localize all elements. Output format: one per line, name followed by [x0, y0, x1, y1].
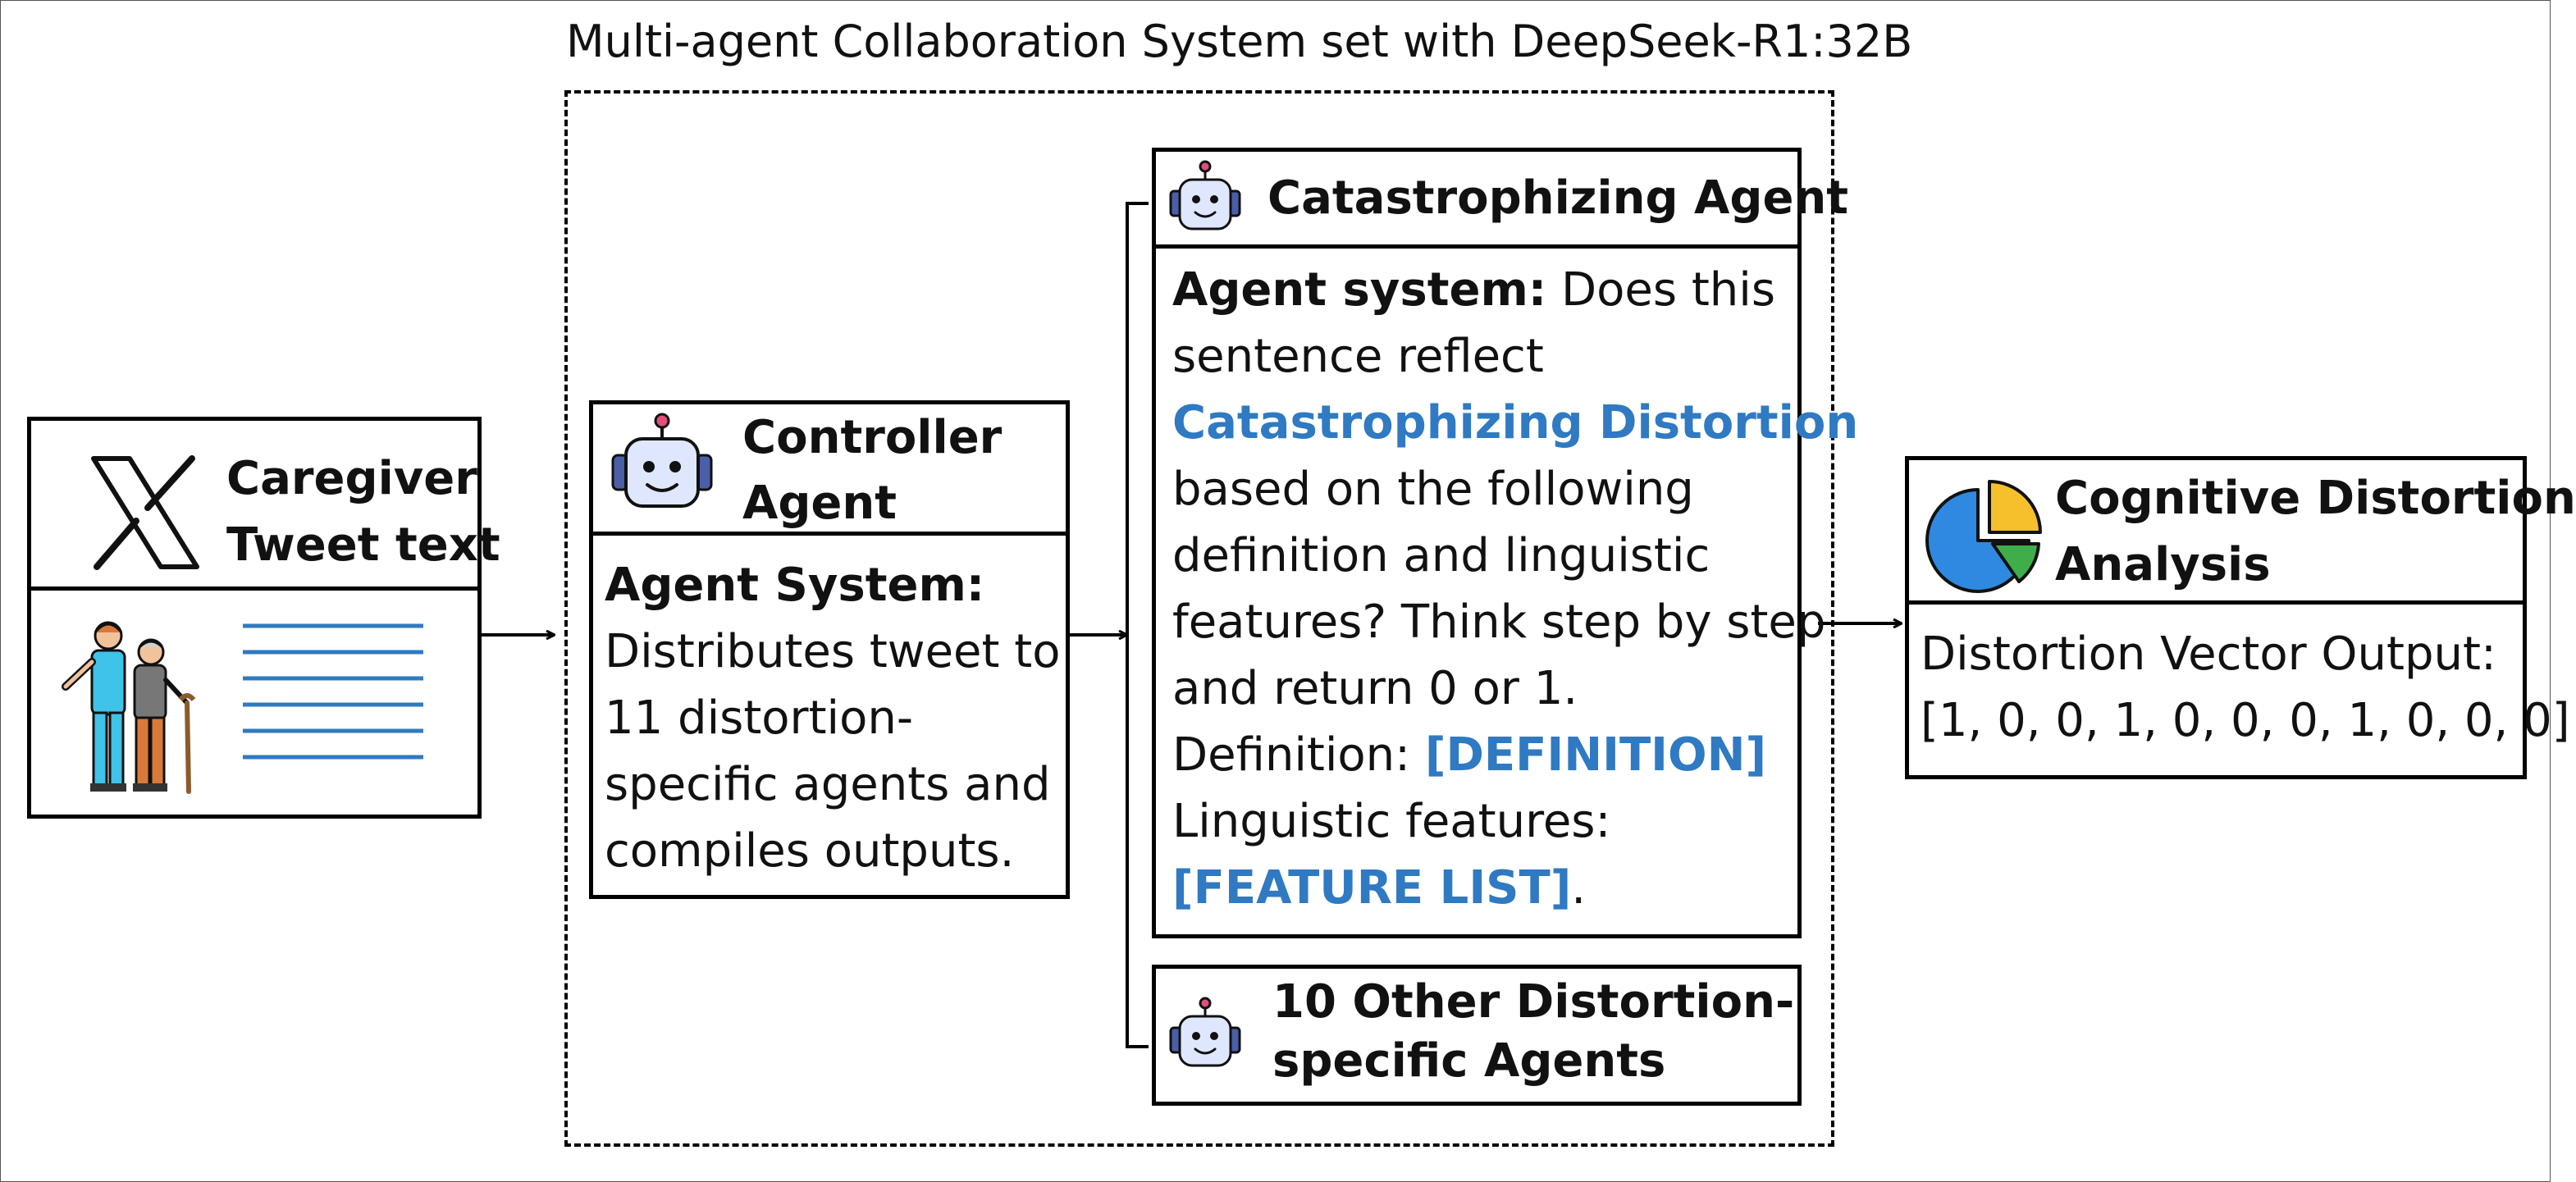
controller-agent-box: Controller Agent Agent System: Distribut… — [589, 400, 1070, 899]
catastrophizing-system-label: Agent system: — [1172, 263, 1547, 317]
other-agents-title-line2: specific Agents — [1272, 1034, 1666, 1088]
analysis-title-line1: Cognitive Distortion — [2055, 472, 2576, 525]
catastrophizing-line-7: and return 0 or 1. — [1172, 662, 1578, 715]
x-logo-icon — [91, 455, 199, 570]
definition-placeholder: [DEFINITION] — [1424, 728, 1767, 782]
tweet-text-lines-icon — [243, 623, 423, 760]
controller-line-4: compiles outputs. — [605, 824, 1015, 878]
controller-line-1: Distributes tweet to — [605, 625, 1061, 678]
catastrophizing-line-4: based on the following — [1172, 463, 1694, 516]
catastrophizing-line-6: features? Think step by step — [1172, 596, 1826, 649]
catastrophizing-title: Catastrophizing Agent — [1267, 171, 1849, 225]
definition-line: Definition: [DEFINITION] — [1172, 722, 1766, 788]
analysis-title-line2: Analysis — [2055, 538, 2271, 591]
catastrophizing-line-2: sentence reflect — [1172, 330, 1544, 383]
caregiver-tweet-header — [31, 421, 477, 591]
distortion-vector-value: [1, 0, 0, 1, 0, 0, 0, 1, 0, 0, 0] — [1921, 694, 2570, 747]
cognitive-distortion-analysis-box: Cognitive Distortion Analysis Distortion… — [1905, 456, 2576, 779]
other-agents-box: 10 Other Distortion- specific Agents — [1152, 965, 1802, 1106]
catastrophizing-agent-box: Catastrophizing Agent Agent system: Does… — [1152, 148, 1858, 938]
multi-agent-system-boundary — [564, 90, 1834, 1147]
pie-chart-icon — [1925, 480, 2042, 593]
controller-system-label: Agent System: — [605, 559, 985, 612]
catastrophizing-distortion-term: Catastrophizing Distortion — [1172, 396, 1859, 450]
robot-icon — [611, 413, 713, 508]
robot-icon — [1169, 160, 1241, 230]
controller-line-3: specific agents and — [605, 758, 1051, 811]
controller-agent-header — [593, 404, 1066, 536]
system-title: Multi-agent Collaboration System set wit… — [566, 16, 1913, 67]
features-label: Linguistic features: — [1172, 795, 1611, 848]
caregiver-tweet-box: Caregiver Tweet text — [27, 417, 500, 819]
controller-line-2: 11 distortion- — [605, 691, 914, 745]
robot-icon — [1169, 997, 1241, 1067]
distortion-vector-label: Distortion Vector Output: — [1921, 628, 2496, 681]
catastrophizing-line-5: definition and linguistic — [1172, 529, 1710, 582]
feature-line-end: . — [1571, 861, 1587, 915]
caregiver-title-line2: Tweet text — [226, 518, 500, 572]
caregiver-people-icon — [62, 621, 196, 794]
feature-list-placeholder: [FEATURE LIST] — [1172, 861, 1572, 915]
features-line: [FEATURE LIST]. — [1172, 855, 1586, 921]
catastrophizing-agent-header — [1156, 152, 1797, 249]
catastrophizing-line-1: Agent system: Does this — [1172, 257, 1775, 323]
controller-title-line2: Agent — [742, 477, 897, 530]
definition-label: Definition: — [1172, 728, 1425, 782]
controller-title-line1: Controller — [742, 411, 1003, 464]
caregiver-title-line1: Caregiver — [226, 452, 477, 505]
catastrophizing-line-1-rest: Does this — [1546, 263, 1775, 317]
other-agents-title-line1: 10 Other Distortion- — [1272, 975, 1795, 1029]
branch-bracket — [1126, 202, 1149, 1048]
analysis-header — [1909, 460, 2523, 605]
